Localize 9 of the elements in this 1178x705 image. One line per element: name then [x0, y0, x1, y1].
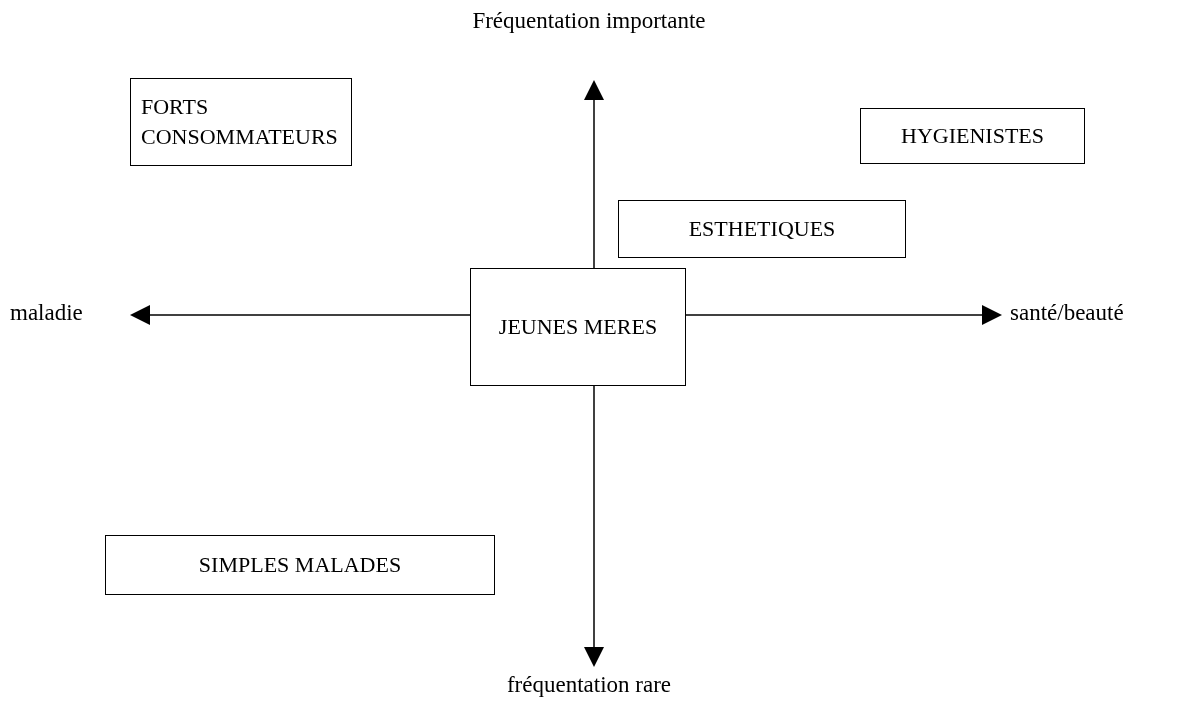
segment-box: JEUNES MERES — [470, 268, 686, 386]
segment-box: FORTS CONSOMMATEURS — [130, 78, 352, 166]
axis-label: Fréquentation importante — [472, 8, 706, 33]
segment-box: HYGIENISTES — [860, 108, 1085, 164]
segment-box: SIMPLES MALADES — [105, 535, 495, 595]
axis-label: maladie — [10, 300, 83, 325]
axis-label: fréquentation rare — [506, 672, 672, 697]
segment-box: ESTHETIQUES — [618, 200, 906, 258]
axis-label: santé/beauté — [1010, 300, 1124, 325]
